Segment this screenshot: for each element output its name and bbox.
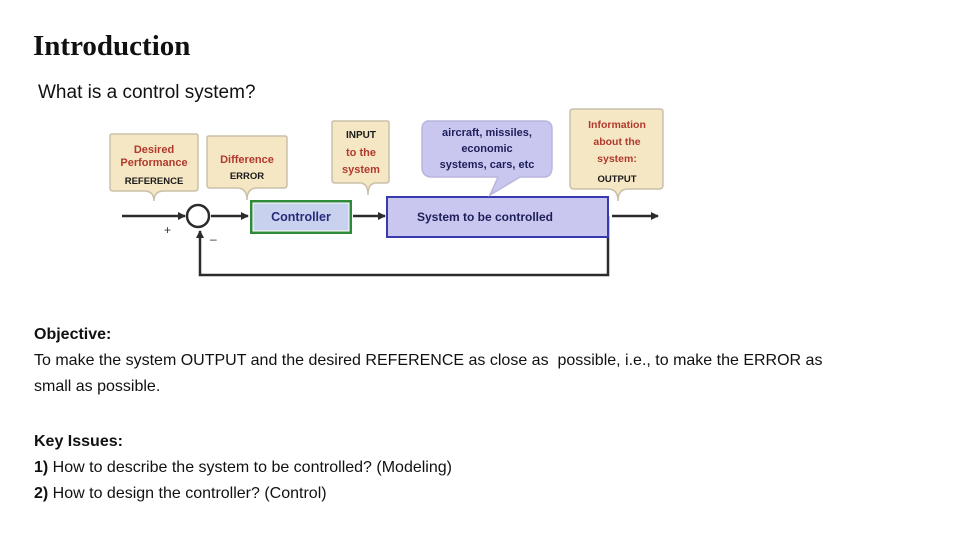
objective-text-line1: To make the system OUTPUT and the desire… bbox=[34, 352, 823, 369]
signal-lines bbox=[122, 212, 659, 277]
key-issue-item: 1) How to describe the system to be cont… bbox=[34, 455, 914, 481]
reference-line3: REFERENCE bbox=[125, 176, 184, 187]
key-issues-heading: Key Issues: bbox=[34, 433, 123, 450]
controller-block: Controller bbox=[250, 200, 352, 234]
objective-heading: Objective: bbox=[34, 326, 112, 343]
error-line1: Difference bbox=[220, 154, 274, 166]
key-issue-item: 2) How to design the controller? (Contro… bbox=[34, 481, 914, 507]
error-line2: ERROR bbox=[230, 171, 264, 182]
input-line1: INPUT bbox=[346, 130, 376, 141]
minus-sign: – bbox=[210, 232, 217, 246]
reference-line1: Desired bbox=[134, 144, 174, 156]
output-line4: OUTPUT bbox=[597, 174, 636, 185]
objective-text-line2: small as possible. bbox=[34, 378, 161, 395]
input-note: INPUT to the system bbox=[331, 120, 390, 196]
input-line3: system bbox=[342, 164, 380, 176]
key-issue-text: How to describe the system to be control… bbox=[48, 459, 452, 476]
output-note: Information about the system: OUTPUT bbox=[569, 108, 664, 202]
slide-subtitle: What is a control system? bbox=[38, 82, 256, 103]
key-issue-text: How to design the controller? (Control) bbox=[48, 485, 327, 502]
control-system-diagram: + – Controller System to be controlled D… bbox=[109, 108, 664, 277]
slide-title: Introduction bbox=[33, 30, 191, 62]
examples-bubble: aircraft, missiles, economic systems, ca… bbox=[421, 120, 553, 197]
objective-section: Objective: To make the system OUTPUT and… bbox=[34, 322, 914, 400]
input-line2: to the bbox=[346, 147, 376, 159]
controller-label: Controller bbox=[271, 210, 331, 224]
summing-junction bbox=[185, 203, 211, 229]
output-line1: Information bbox=[588, 119, 646, 131]
key-issue-number: 2) bbox=[34, 485, 49, 502]
output-line2: about the bbox=[593, 136, 640, 148]
examples-line1: aircraft, missiles, bbox=[442, 127, 532, 139]
reference-line2: Performance bbox=[120, 157, 187, 169]
plant-label: System to be controlled bbox=[417, 210, 553, 224]
plant-block: System to be controlled bbox=[386, 196, 609, 238]
output-line3: system: bbox=[597, 153, 637, 165]
plus-sign: + bbox=[164, 223, 171, 237]
examples-line3: systems, cars, etc bbox=[440, 159, 535, 171]
key-issue-number: 1) bbox=[34, 459, 49, 476]
error-note: Difference ERROR bbox=[206, 135, 288, 201]
key-issues-section: Key Issues: 1) How to describe the syste… bbox=[34, 429, 914, 507]
feedback-line bbox=[196, 216, 610, 277]
reference-note: Desired Performance REFERENCE bbox=[109, 133, 199, 202]
examples-line2: economic bbox=[461, 143, 512, 155]
